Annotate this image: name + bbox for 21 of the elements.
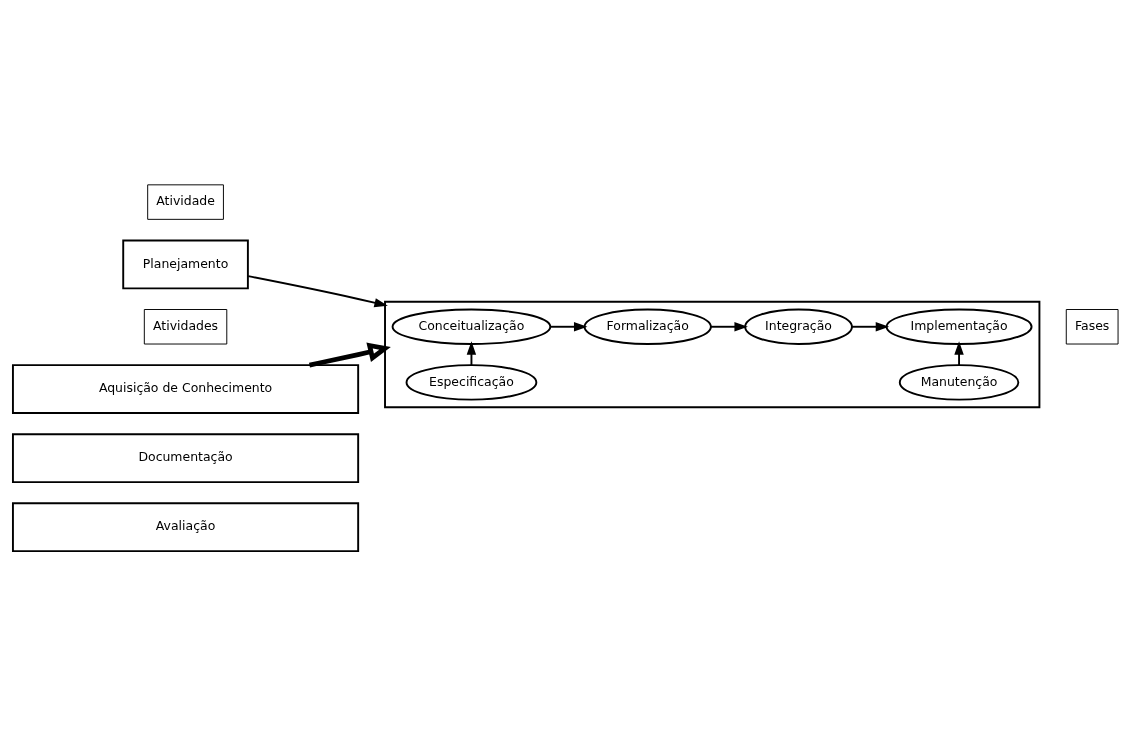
arrow xyxy=(549,321,588,331)
node-box: Atividade xyxy=(147,183,224,220)
node-ellipse: Conceitualização xyxy=(391,308,552,345)
node-ellipse: Especificação xyxy=(405,363,538,401)
arrow xyxy=(466,340,477,366)
node-ellipse: Integração xyxy=(744,308,853,345)
arrow xyxy=(247,274,388,307)
node-ellipse: Manutenção xyxy=(898,363,1020,401)
node-box: Documentação xyxy=(12,432,360,483)
cluster xyxy=(384,300,1041,408)
node-box: Avaliação xyxy=(12,501,360,552)
node-box: Planejamento xyxy=(122,239,249,289)
node-box: Fases xyxy=(1065,308,1119,344)
node-box: Aquisição de Conhecimento xyxy=(12,363,360,414)
arrow xyxy=(850,321,890,331)
arrow xyxy=(309,342,391,367)
node-ellipse: Formalização xyxy=(583,308,712,345)
node-box: Atividades xyxy=(143,308,228,344)
arrow xyxy=(710,321,748,331)
arrow xyxy=(954,340,964,366)
node-ellipse: Implementação xyxy=(885,308,1033,345)
